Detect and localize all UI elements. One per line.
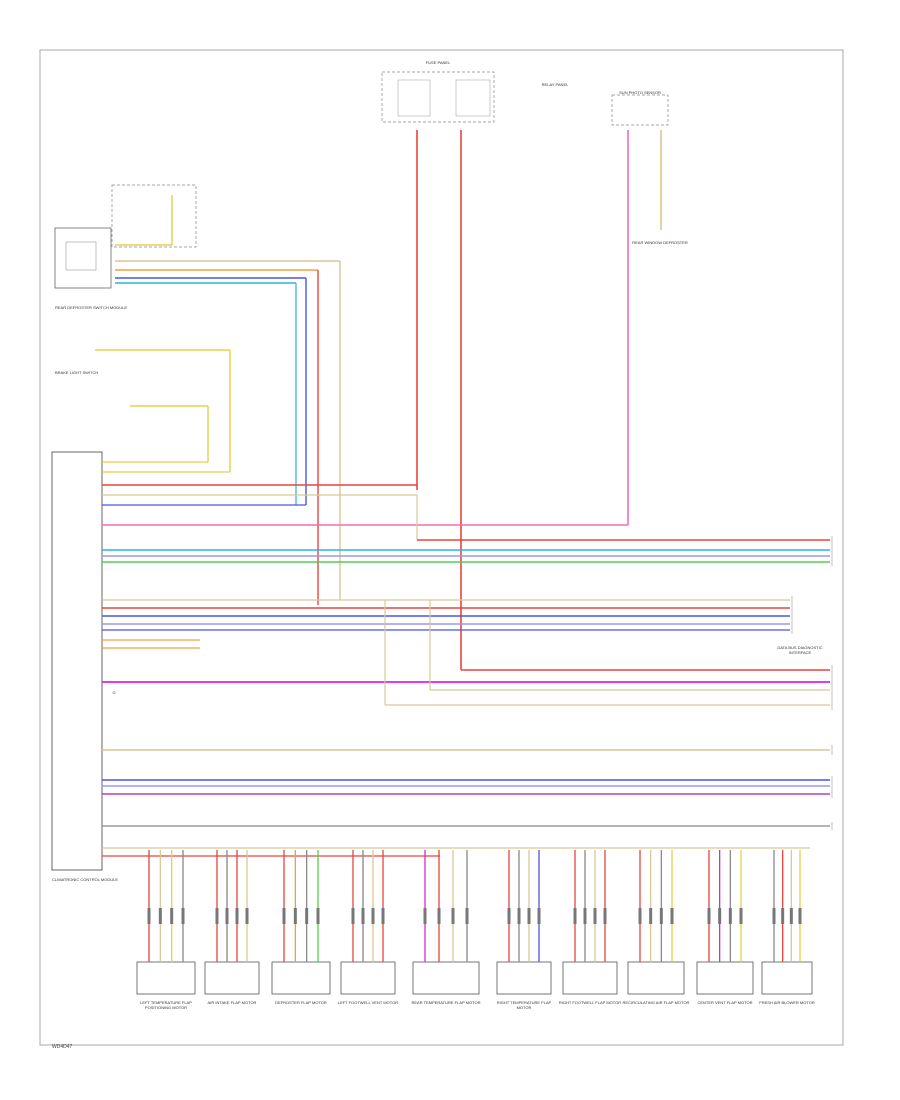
motor-connector xyxy=(537,908,541,924)
motor-label: RIGHT TEMPERATURE FLAP MOTOR xyxy=(496,1000,552,1010)
motor-connector xyxy=(170,908,174,924)
motor-connector xyxy=(649,908,653,924)
recirc-switch-label: REAR DEFROSTER SWITCH MODULE xyxy=(55,305,128,310)
footer-code: WD4D47 xyxy=(52,1044,73,1050)
motor-label: LEFT FOOTWELL VENT MOTOR xyxy=(337,1000,399,1005)
motor-connector xyxy=(158,908,162,924)
motor-connector xyxy=(798,908,802,924)
motor-connector xyxy=(670,908,674,924)
motor-connector xyxy=(517,908,521,924)
motor-connector xyxy=(728,908,732,924)
motor-connector xyxy=(593,908,597,924)
motor-connector xyxy=(305,908,309,924)
motor-connector xyxy=(282,908,286,924)
motor-connector xyxy=(293,908,297,924)
motor-connector xyxy=(451,908,455,924)
motor-connector xyxy=(465,908,469,924)
motor-connector xyxy=(772,908,776,924)
motor-connector xyxy=(718,908,722,924)
motor-label: LEFT TEMPERATURE FLAP POSITIONING MOTOR xyxy=(140,1000,192,1010)
motor-box xyxy=(696,961,754,995)
motor-connector xyxy=(361,908,365,924)
gateway-label: DATA BUS DIAGNOSTIC INTERFACE xyxy=(777,645,823,655)
motor-box xyxy=(136,961,196,995)
actuator-motors xyxy=(136,850,813,995)
motor-box xyxy=(627,961,685,995)
motor-label: DEFROSTER FLAP MOTOR xyxy=(275,1000,327,1005)
motor-connector xyxy=(583,908,587,924)
motor-connector xyxy=(659,908,663,924)
motor-connector xyxy=(215,908,219,924)
motor-connector xyxy=(781,908,785,924)
motor-box xyxy=(412,961,480,995)
motor-box xyxy=(204,961,260,995)
motor-connector xyxy=(507,908,511,924)
motor-label: AIR INTAKE FLAP MOTOR xyxy=(207,1000,257,1005)
motor-connector xyxy=(437,908,441,924)
motor-connector xyxy=(573,908,577,924)
motor-connector xyxy=(181,908,185,924)
motor-connector xyxy=(371,908,375,924)
rear-window-heater-label: REAR WINDOW DEFROSTER xyxy=(632,240,688,245)
recirc-switch-module xyxy=(54,184,197,289)
motor-connector xyxy=(423,908,427,924)
fuse-panel-label: FUSE PANEL xyxy=(425,60,451,65)
relay-panel-label: RELAY PANEL xyxy=(541,82,569,87)
motor-connector xyxy=(527,908,531,924)
motor-connector xyxy=(739,908,743,924)
motor-connector xyxy=(789,908,793,924)
motor-connector xyxy=(381,908,385,924)
ground-label: G xyxy=(112,690,116,695)
motor-label: RIGHT FOOTWELL FLAP MOTOR xyxy=(558,1000,622,1005)
motor-connector xyxy=(638,908,642,924)
motor-connector xyxy=(235,908,239,924)
motor-connector xyxy=(351,908,355,924)
right-connector-ticks xyxy=(791,536,833,830)
motor-box xyxy=(496,961,552,995)
motor-connector xyxy=(603,908,607,924)
sun-sensor-label: SUN PHOTO SENSOR xyxy=(619,90,661,95)
motor-connector xyxy=(707,908,711,924)
motor-label: REAR TEMPERATURE FLAP MOTOR xyxy=(411,1000,481,1005)
climate-control-module xyxy=(51,451,103,871)
motor-label: CENTER VENT FLAP MOTOR xyxy=(697,1000,753,1005)
motor-connector xyxy=(225,908,229,924)
diagram-border xyxy=(39,49,844,1046)
motor-connector xyxy=(245,908,249,924)
motor-box xyxy=(271,961,331,995)
motor-box xyxy=(761,961,813,995)
motor-box xyxy=(340,961,396,995)
fuse-panel xyxy=(381,71,495,123)
motor-label: RECIRCULATING AIR FLAP MOTOR xyxy=(622,1000,690,1005)
brake-light-switch-label: BRAKE LIGHT SWITCH xyxy=(55,370,99,375)
motor-label: FRESH AIR BLOWER MOTOR xyxy=(759,1000,815,1005)
climate-module-label: CLIMATRONIC CONTROL MODULE xyxy=(52,877,119,882)
motor-connector xyxy=(316,908,320,924)
motor-box xyxy=(562,961,618,995)
sun-sensor-box xyxy=(611,94,669,126)
motor-connector xyxy=(147,908,151,924)
